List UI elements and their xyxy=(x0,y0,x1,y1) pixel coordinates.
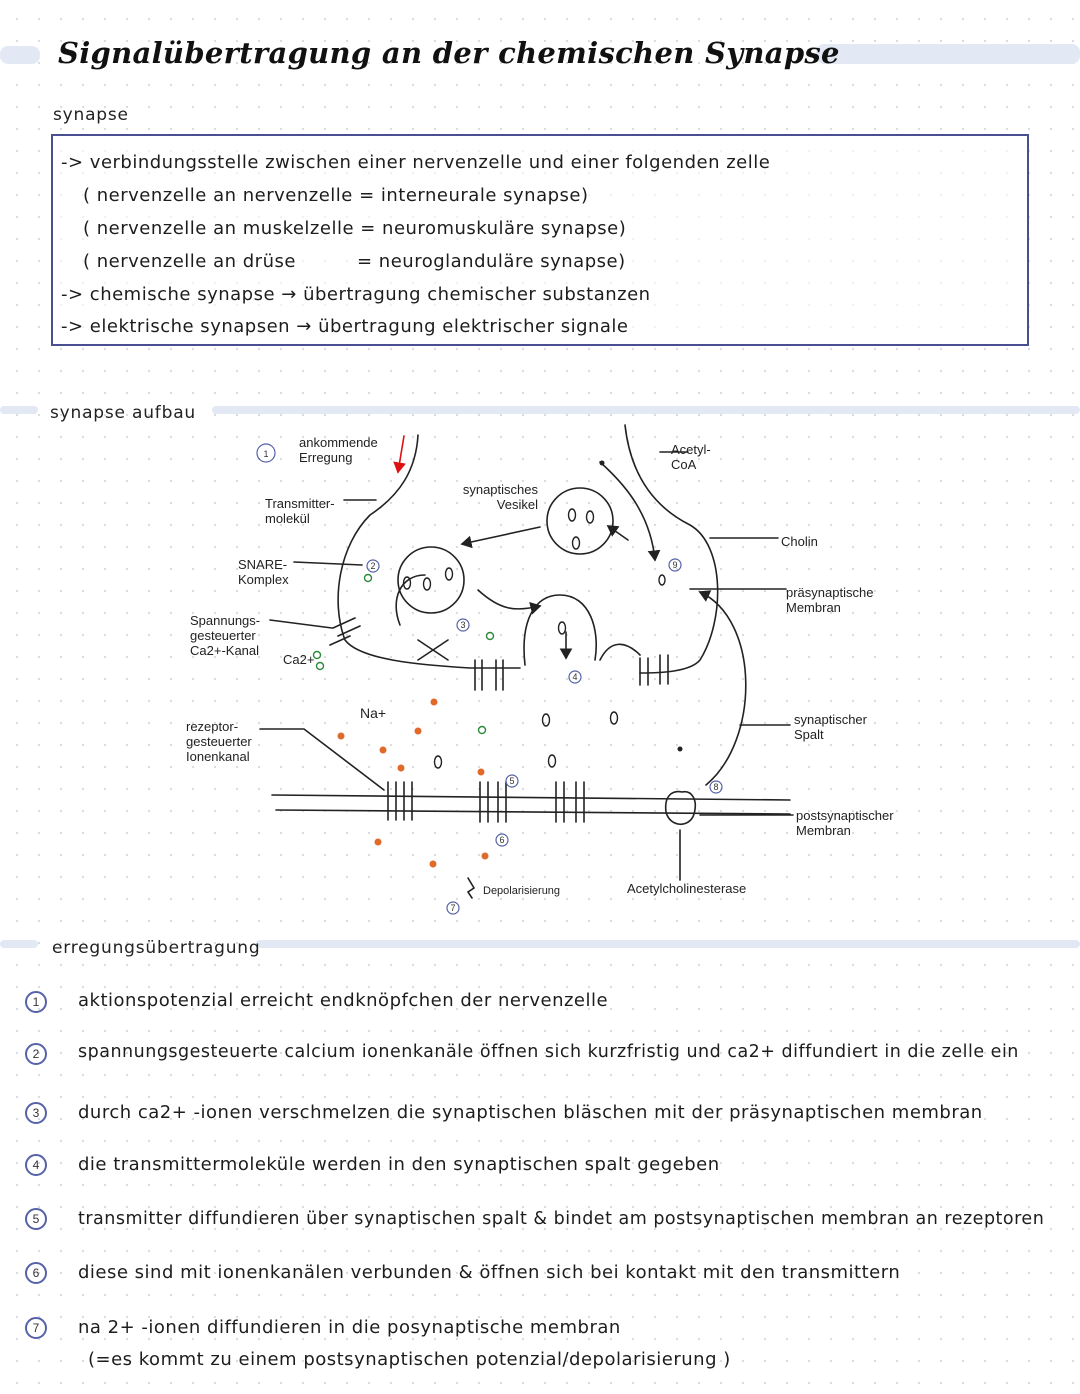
step-number: 3 xyxy=(25,1102,47,1124)
page-title: Signalübertragung an der chemischen Syna… xyxy=(58,36,840,70)
synapse-diagram: 1 2 3 4 5 6 7 8 9 xyxy=(0,420,1080,920)
label-synaptischer-spalt: synaptischer Spalt xyxy=(794,712,874,742)
title-highlight-right xyxy=(816,44,1080,64)
definition-line: = neuroglanduläre synapse) xyxy=(357,251,626,272)
step-text: durch ca2+ -ionen verschmelzen die synap… xyxy=(78,1102,983,1123)
step-text: die transmittermoleküle werden in den sy… xyxy=(78,1154,720,1175)
step-number: 4 xyxy=(25,1154,47,1176)
label-calcium: Ca2+ xyxy=(283,652,314,667)
title-highlight-left xyxy=(0,46,40,64)
label-vesikel: synaptisches Vesikel xyxy=(444,482,538,512)
label-praesynaptische-membran: präsynaptische Membran xyxy=(786,585,876,615)
step-number: 6 xyxy=(25,1262,47,1284)
step-number: 1 xyxy=(25,991,47,1013)
synapse-heading: synapse xyxy=(53,105,129,125)
label-transmitter: Transmitter-molekül xyxy=(265,496,345,526)
label-snare: SNARE-Komplex xyxy=(238,557,298,587)
diagram-number: 7 xyxy=(450,903,455,913)
step-text: aktionspotenzial erreicht endknöpfchen d… xyxy=(78,990,608,1011)
label-sodium: Na+ xyxy=(360,706,386,721)
diagram-number: 4 xyxy=(572,672,577,682)
label-ankommende-erregung: ankommende Erregung xyxy=(299,435,389,465)
aufbau-highlight-left xyxy=(0,406,38,414)
definition-line: -> chemische synapse → übertragung chemi… xyxy=(61,284,651,305)
definition-line: -> verbindungsstelle zwischen einer nerv… xyxy=(61,152,770,173)
step-number: 5 xyxy=(25,1208,47,1230)
step-text: diese sind mit ionenkanälen verbunden & … xyxy=(78,1262,900,1283)
label-rezeptor-kanal: rezeptor-gesteuerter Ionenkanal xyxy=(186,719,262,764)
label-spannungs-kanal: Spannungs-gesteuerter Ca2+-Kanal xyxy=(190,613,270,658)
label-postsynaptischer-membran: postsynaptischer Membran xyxy=(796,808,902,838)
diagram-number: 5 xyxy=(509,776,514,786)
diagram-number: 6 xyxy=(499,835,504,845)
label-acetylcholinesterase: Acetylcholinesterase xyxy=(627,881,746,896)
diagram-number: 2 xyxy=(370,561,375,571)
aufbau-highlight-right xyxy=(212,406,1080,414)
diagram-number: 8 xyxy=(713,782,718,792)
label-depolarisierung: Depolarisierung xyxy=(483,884,560,899)
definition-box: -> verbindungsstelle zwischen einer nerv… xyxy=(51,134,1029,346)
diagram-number: 3 xyxy=(460,620,465,630)
step-text: na 2+ -ionen diffundieren in die posynap… xyxy=(78,1317,621,1338)
erregung-highlight-right xyxy=(256,940,1080,948)
step-text: spannungsgesteuerte calcium ionenkanäle … xyxy=(78,1042,1019,1062)
erregung-highlight-left xyxy=(0,940,38,948)
definition-line: -> elektrische synapsen → übertragung el… xyxy=(61,316,629,337)
step-text-continuation: (=es kommt zu einem postsynaptischen pot… xyxy=(88,1349,731,1370)
label-cholin: Cholin xyxy=(781,534,818,549)
label-acetyl-coa: Acetyl-CoA xyxy=(671,442,719,472)
step-text: transmitter diffundieren über synaptisch… xyxy=(78,1209,1044,1229)
step-number: 7 xyxy=(25,1317,47,1339)
definition-line: ( nervenzelle an muskelzelle = neuromusk… xyxy=(83,218,626,239)
diagram-number: 1 xyxy=(263,449,268,459)
definition-line: ( nervenzelle an nervenzelle = interneur… xyxy=(83,185,589,206)
diagram-number: 9 xyxy=(672,560,677,570)
erregung-heading: erregungsübertragung xyxy=(52,938,260,958)
step-number: 2 xyxy=(25,1043,47,1065)
definition-line: ( nervenzelle an drüse xyxy=(83,251,296,272)
